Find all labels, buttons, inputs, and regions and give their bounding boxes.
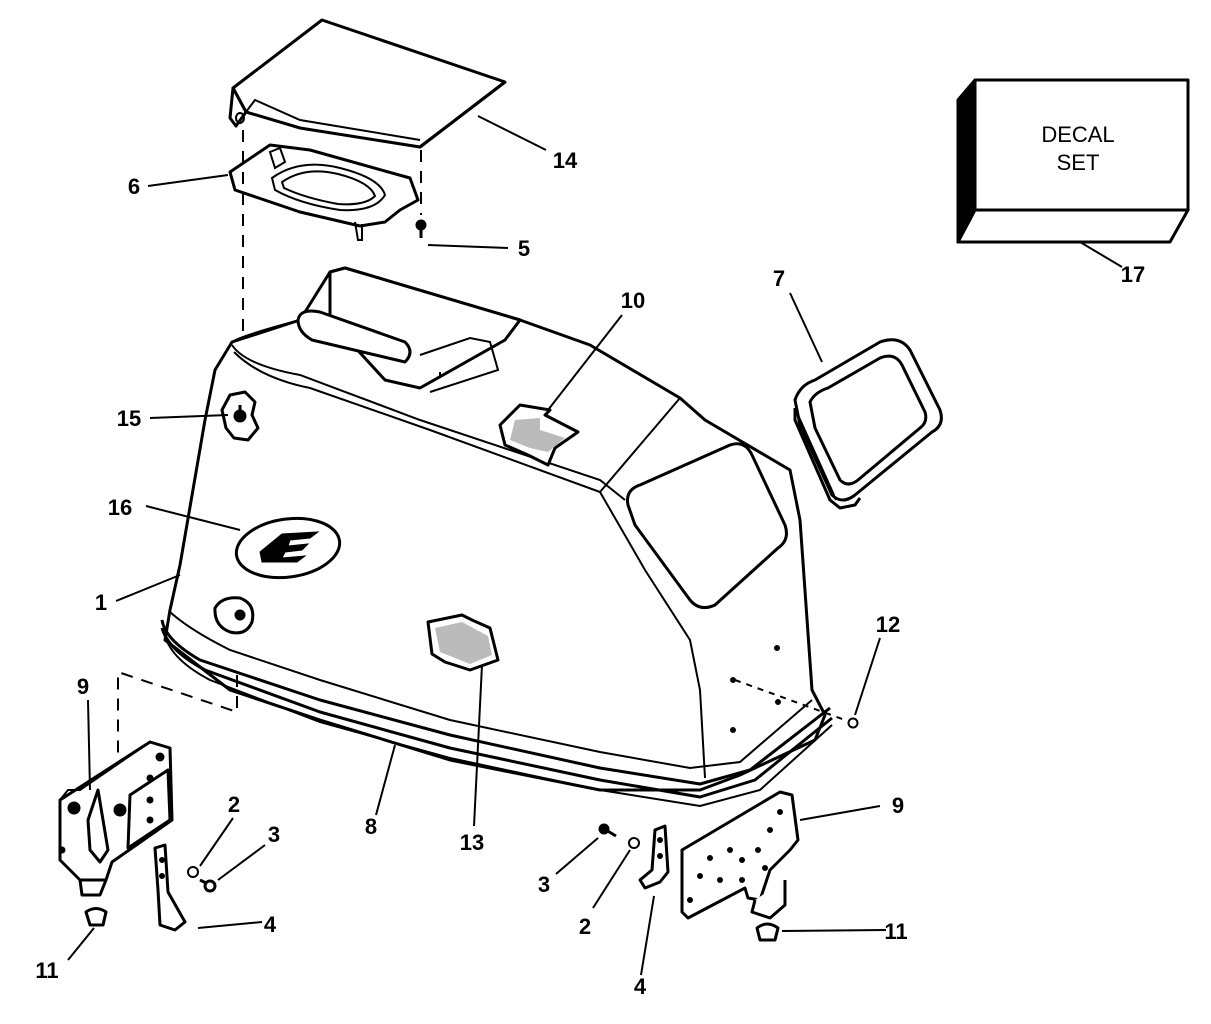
leader-lines bbox=[67, 115, 1123, 976]
alignment-line-bracket bbox=[117, 670, 238, 756]
callout-4-left: 4 bbox=[264, 912, 277, 937]
callout-4-right: 4 bbox=[634, 974, 647, 999]
part-13-foam-pad bbox=[426, 613, 500, 672]
callout-7: 7 bbox=[773, 266, 785, 291]
decal-label-line2: SET bbox=[1057, 150, 1100, 175]
callout-14: 14 bbox=[553, 148, 578, 173]
callout-12: 12 bbox=[876, 612, 900, 637]
part-17-decal-set bbox=[956, 78, 1190, 244]
part-14-top-cover bbox=[228, 18, 507, 149]
part-16-emblem bbox=[234, 516, 342, 580]
part-1-motor-cover bbox=[163, 266, 827, 792]
callout-2-left: 2 bbox=[228, 792, 240, 817]
part-2-washer-left bbox=[187, 866, 199, 878]
part-9-bracket-right bbox=[680, 790, 800, 920]
part-3-screw-left bbox=[199, 878, 217, 893]
part-9-bracket-left bbox=[58, 740, 174, 897]
callout-11-right: 11 bbox=[884, 919, 907, 944]
callout-2-right: 2 bbox=[579, 914, 591, 939]
callout-9-left: 9 bbox=[77, 674, 89, 699]
part-5-screw bbox=[415, 219, 427, 238]
part-12-pin bbox=[734, 679, 859, 729]
callout-13: 13 bbox=[460, 830, 484, 855]
callout-3-left: 3 bbox=[268, 822, 280, 847]
callout-6: 6 bbox=[128, 174, 140, 199]
callout-9-right: 9 bbox=[892, 793, 904, 818]
part-4-latch-left bbox=[153, 843, 187, 932]
callout-3-right: 3 bbox=[538, 872, 550, 897]
callout-16: 16 bbox=[108, 495, 132, 520]
callout-15: 15 bbox=[117, 406, 141, 431]
callout-10: 10 bbox=[621, 288, 645, 313]
callout-11-left: 11 bbox=[35, 958, 58, 983]
part-2-washer-right bbox=[628, 837, 640, 849]
part-11-grommet-left bbox=[84, 907, 108, 927]
callout-8: 8 bbox=[365, 814, 377, 839]
part-11-grommet-right bbox=[755, 922, 780, 942]
callout-17: 17 bbox=[1121, 262, 1145, 287]
part-7-side-window bbox=[793, 338, 943, 510]
callout-1: 1 bbox=[95, 590, 107, 615]
part-3-screw-right bbox=[598, 823, 617, 838]
part-10-foam-pad bbox=[498, 403, 580, 467]
decal-label-line1: DECAL bbox=[1041, 122, 1114, 147]
part-6-plate bbox=[228, 143, 420, 241]
part-15-knob bbox=[220, 390, 260, 442]
part-4-latch-right bbox=[638, 824, 670, 890]
callout-5: 5 bbox=[518, 236, 530, 261]
part-8-seal bbox=[160, 619, 833, 808]
